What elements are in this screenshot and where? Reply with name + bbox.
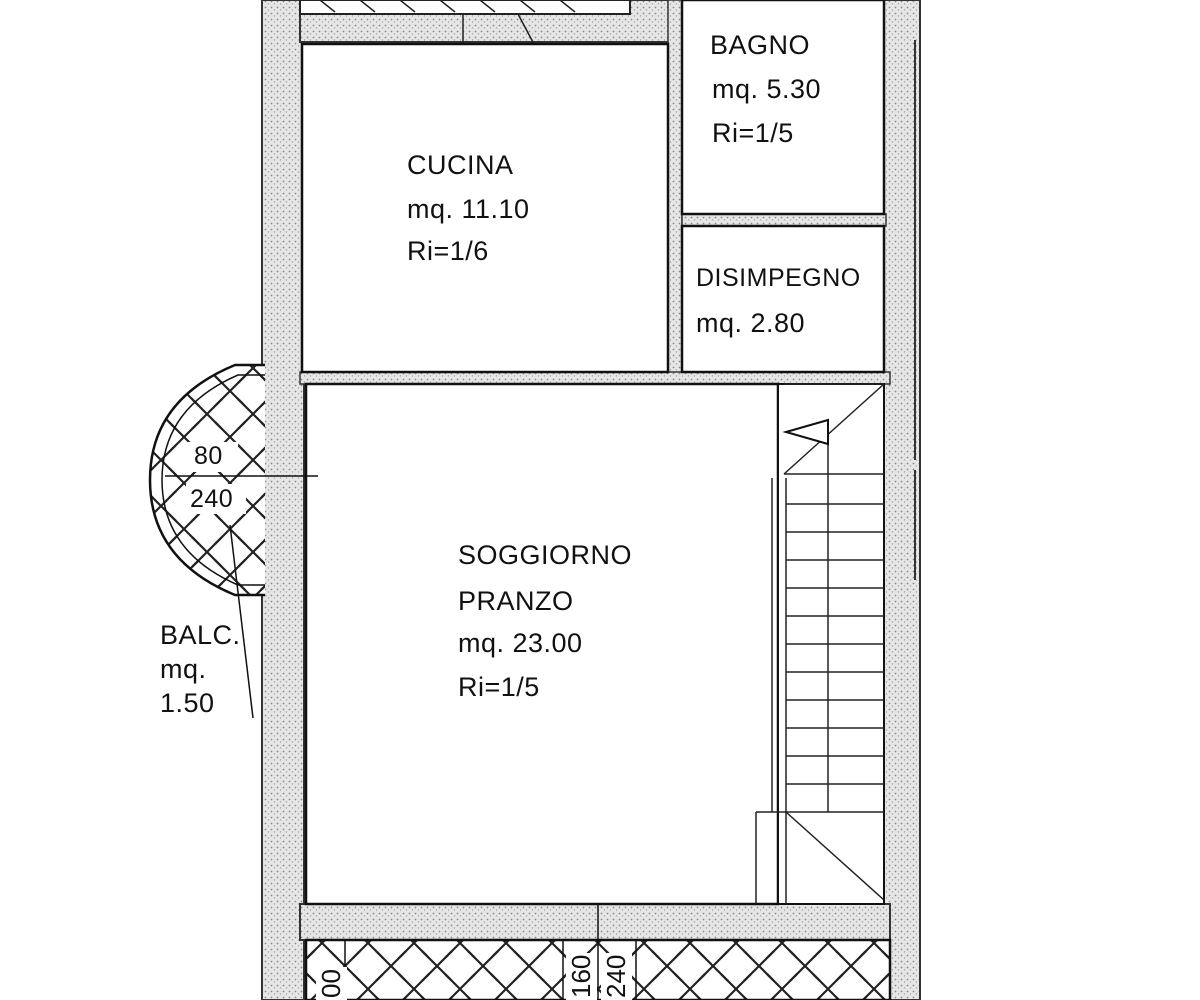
- cucina-name: CUCINA: [407, 150, 514, 180]
- bagno-ratio: Ri=1/5: [712, 118, 794, 148]
- balcone-name: BALC.: [160, 620, 241, 650]
- soggiorno-name-1: SOGGIORNO: [458, 540, 633, 570]
- top-window: [299, 0, 631, 52]
- soggiorno-area: mq. 23.00: [458, 628, 583, 658]
- bagno-area: mq. 5.30: [712, 74, 822, 104]
- room-disimpegno: [680, 224, 886, 374]
- disimpegno-area: mq. 2.80: [696, 308, 806, 338]
- window-dim-bottom-a: 00: [316, 967, 347, 1000]
- balcone-area-value: 1.50: [160, 688, 215, 718]
- cucina-ratio: Ri=1/6: [407, 236, 489, 266]
- room-soggiorno: [304, 382, 780, 906]
- staircase: [755, 383, 885, 905]
- room-bagno: [680, 0, 886, 216]
- window-dim-bottom-b: 160: [566, 952, 597, 1000]
- soggiorno-ratio: Ri=1/5: [458, 672, 540, 702]
- soggiorno-name-2: PRANZO: [458, 586, 574, 616]
- bottom-balcony: [304, 904, 892, 1000]
- disimpegno-name: DISIMPEGNO: [696, 266, 861, 291]
- bagno-name: BAGNO: [710, 30, 811, 60]
- balcone-area-label: mq.: [160, 654, 207, 684]
- window-dim-left-top: 80: [194, 442, 223, 470]
- window-dim-left-bottom: 240: [190, 485, 234, 513]
- room-cucina: [300, 42, 670, 374]
- cucina-area: mq. 11.10: [407, 194, 530, 224]
- window-dim-bottom-c: 240: [601, 952, 632, 1000]
